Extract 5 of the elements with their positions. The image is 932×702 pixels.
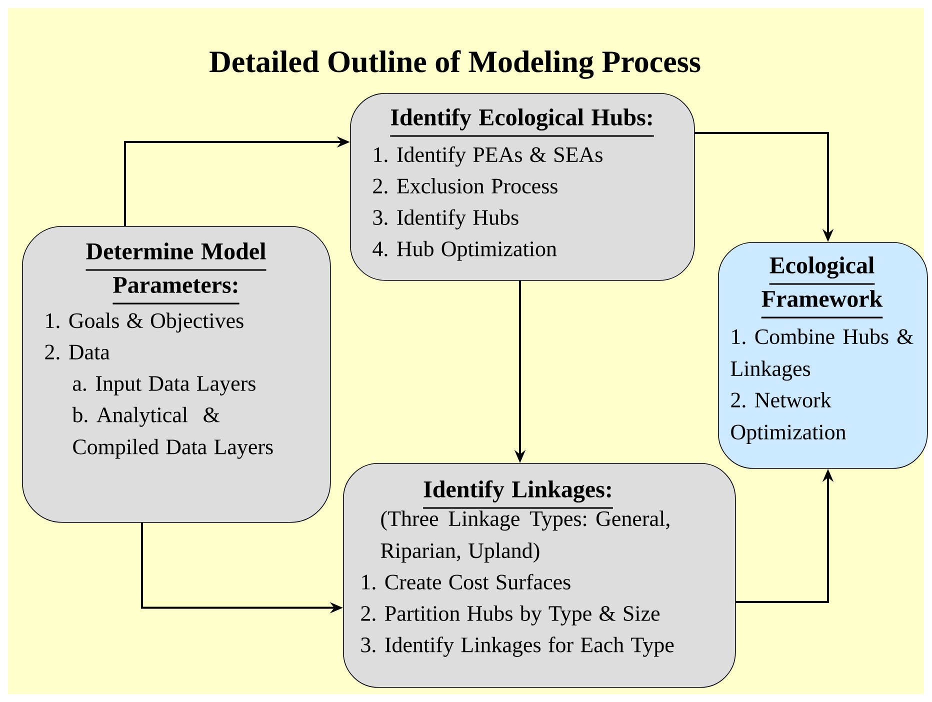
- process-box: Identify Linkages: (Three Linkage Types: General, Riparian, Upland) 1. Create Cost Surfaces 2. Partition Hubs by Type & Size 3. Identify Linkages for Each Type: [343, 463, 736, 688]
- process-box: Determine Model Parameters: 1. Goals & Objectives 2. Data a. Input Data Layers b. Analytical & Compiled Data Layers: [22, 226, 331, 523]
- process-box: Identify Ecological Hubs: 1. Identify PEAs & SEAs 2. Exclusion Process 3. Identify Hubs 4. Hub Optimization: [350, 93, 695, 281]
- title: Detailed Outline of Modeling Process: [210, 50, 700, 79]
- process-box: Ecological Framework 1. Combine Hubs & Linkages 2. Network Optimization: [718, 242, 928, 469]
